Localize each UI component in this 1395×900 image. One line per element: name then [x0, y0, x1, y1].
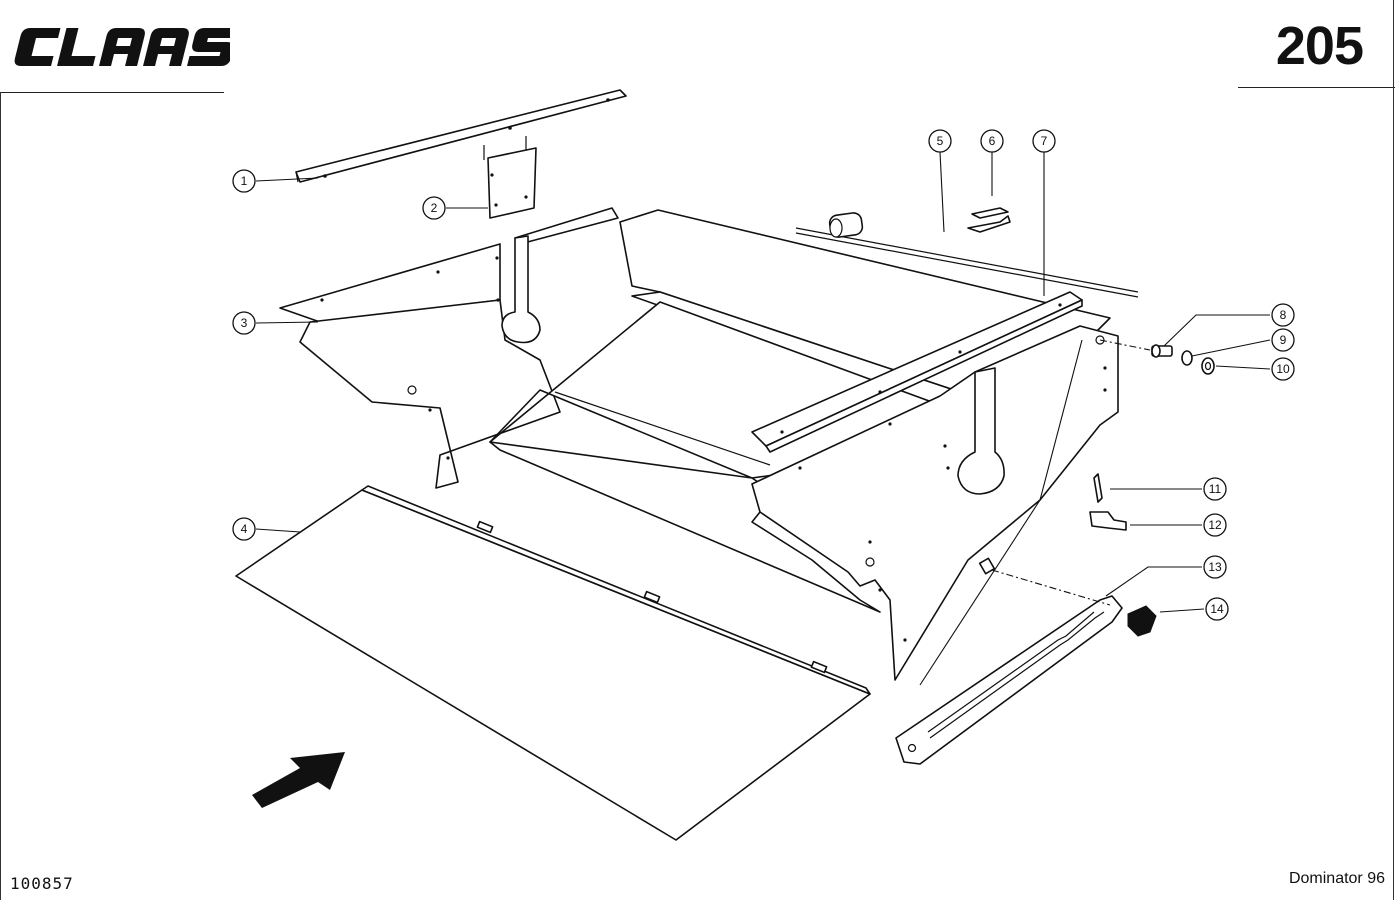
part-5-rod: [795, 212, 1139, 298]
callout-9-label: 9: [1280, 333, 1287, 347]
part-2-plate: [483, 136, 537, 219]
callout-2-label: 2: [431, 201, 438, 215]
drawing-number: 100857: [10, 874, 74, 893]
part-8-bolt: [1099, 339, 1173, 358]
part-1-bar: [295, 89, 627, 183]
callout-5-label: 5: [937, 134, 944, 148]
callout-6: 6: [980, 129, 1004, 153]
model-name: Dominator 96: [1288, 870, 1385, 887]
frame-line-right: [1393, 0, 1394, 900]
callout-7: 7: [1032, 129, 1056, 153]
callout-13: 13: [1203, 555, 1227, 579]
callout-4: 4: [232, 517, 256, 541]
callout-3: 3: [232, 311, 256, 335]
part-3-left-panel: [279, 207, 619, 489]
bolt-fastener: [978, 557, 1111, 606]
part-13-slotted-bar: [895, 595, 1123, 765]
page-number: 205: [1275, 16, 1364, 76]
callout-10-label: 10: [1276, 362, 1290, 376]
part-14-knob: [1127, 605, 1157, 637]
callout-2: 2: [422, 196, 446, 220]
callout-8-label: 8: [1280, 308, 1287, 322]
callout-8: 8: [1271, 303, 1295, 327]
callout-1: 1: [232, 169, 256, 193]
leader-lines: [255, 151, 1271, 686]
arrow-direction-icon: [252, 752, 345, 808]
callout-12-label: 12: [1208, 518, 1222, 532]
callout-13-label: 13: [1208, 560, 1222, 574]
callout-4-label: 4: [241, 522, 248, 536]
callout-14-label: 14: [1210, 602, 1224, 616]
callout-6-label: 6: [989, 134, 996, 148]
callout-12: 12: [1203, 513, 1227, 537]
header-rule-right: [1238, 87, 1395, 88]
frame-line-left: [0, 92, 1, 900]
callout-3-label: 3: [241, 316, 248, 330]
part-11-pin: [1093, 473, 1103, 503]
part-4-sheet: [235, 485, 871, 841]
part-12-clip: [1089, 511, 1127, 531]
part-7-angle-bar: [751, 291, 1083, 453]
callout-14: 14: [1205, 597, 1229, 621]
brand-logo-graphic: [14, 28, 239, 66]
callout-9: 9: [1271, 328, 1295, 352]
callout-5: 5: [928, 129, 952, 153]
part-9-nut: [1181, 350, 1193, 366]
part-6-clips: [967, 207, 1011, 233]
callout-7-label: 7: [1041, 134, 1048, 148]
callout-11: 11: [1203, 477, 1227, 501]
callout-10: 10: [1271, 357, 1295, 381]
callout-11-label: 11: [1209, 482, 1222, 496]
header-rule-left: [0, 92, 224, 93]
brand-logo: [10, 22, 239, 72]
callout-1-label: 1: [241, 174, 248, 188]
part-10-washer: [1201, 357, 1215, 375]
